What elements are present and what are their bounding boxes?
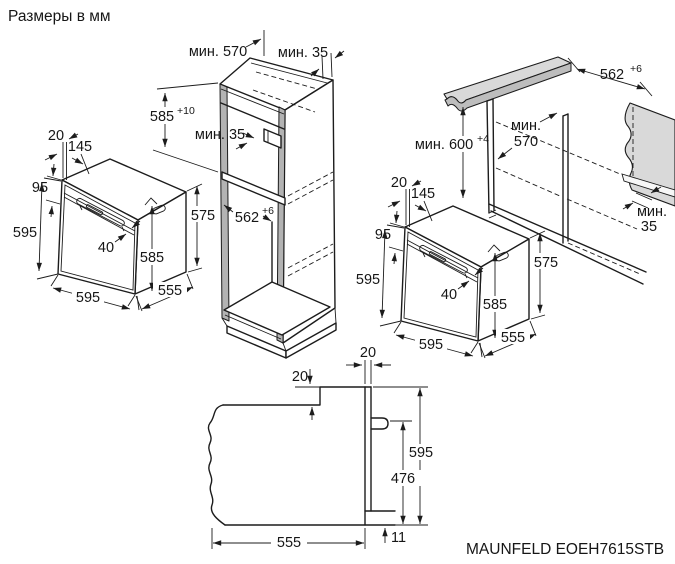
oven-isometric-figure: 20 145 95 595 40 5	[13, 128, 217, 312]
dim-label: 562	[235, 210, 259, 226]
dim-side-top-gap: 20	[292, 369, 315, 420]
dim-label: мин. 35	[278, 45, 328, 61]
dim-label: 145	[68, 139, 92, 155]
dim-oven-body-height: 575	[186, 183, 217, 273]
dim-label: 20	[292, 369, 308, 385]
dim-base-rear-gap: мин. 35	[622, 186, 667, 235]
dim-tolerance: +10	[177, 105, 195, 117]
dim-base-min-depth: мин. 570	[497, 112, 558, 160]
cabinet-floor	[223, 281, 331, 336]
dim-label-line2: 570	[514, 134, 538, 150]
dim-label: 555	[277, 535, 301, 551]
dim-tolerance: +6	[630, 63, 642, 75]
page-title: Размеры в мм	[8, 8, 111, 25]
dim-label: 95	[32, 180, 48, 196]
side-view-figure: 20 20 595 476 555	[207, 345, 438, 551]
dim-tolerance: +4	[477, 133, 489, 145]
dim-column-rear-gap: мин. 35	[278, 45, 345, 80]
dim-column-min-depth: мин. 570	[189, 30, 265, 60]
dim-label: 40	[98, 240, 114, 256]
dim-label: 20	[360, 345, 376, 361]
dim-oven-panel-depth: 145	[68, 139, 92, 175]
dim-label: 476	[391, 471, 415, 487]
dim-label: 562	[600, 67, 624, 83]
oven-front-face	[57, 179, 139, 295]
dim-column-shelf-gap: мин. 35	[195, 127, 255, 150]
dim-column-niche-depth: 562 +6	[223, 204, 274, 226]
dim-label: 595	[13, 225, 37, 241]
dim-label: мин. 35	[195, 127, 245, 143]
dim-label: 11	[391, 530, 406, 546]
model-label: MAUNFELD EOEH7615STB	[466, 541, 664, 558]
dim-label: 20	[48, 128, 64, 144]
dim-label-line1: мин.	[637, 204, 667, 220]
dim-label: 585	[150, 109, 174, 125]
dim-oven-panel-height: 95	[32, 163, 62, 218]
dim-side-depth: 555	[211, 528, 366, 551]
dim-label: мин. 600	[415, 137, 473, 153]
dim-tolerance: +6	[262, 205, 274, 217]
dim-side-bottom-gap: 11	[382, 528, 406, 546]
dim-column-niche-height: 585 +10	[147, 82, 219, 173]
cabinet-shelf	[221, 171, 286, 206]
dim-side-door-height: 476	[385, 420, 421, 524]
oven-handle	[76, 197, 125, 227]
base-cabinet-figure: 562 +6 мин. 600 +4 мин. 570 мин. 35	[408, 56, 675, 285]
dim-oven-top-offset: 20	[44, 128, 79, 180]
countertop-surface	[443, 56, 572, 104]
dim-label: 555	[158, 283, 182, 299]
dim-label: 585	[140, 250, 164, 266]
dim-side-front-frame: 20	[346, 345, 391, 384]
dim-oven-handle-depth: 40	[98, 220, 141, 256]
dim-side-height: 595	[373, 386, 438, 526]
dim-base-min-height: мин. 600 +4	[408, 106, 489, 198]
dim-label-line1: мин.	[511, 118, 541, 134]
cabinet-left-stile	[219, 83, 230, 322]
side-view-handle	[370, 417, 389, 430]
dim-oven-width: 595	[50, 274, 140, 311]
oven-isometric-figure-right	[356, 175, 560, 358]
dim-label: 575	[191, 208, 215, 224]
dim-label-line2: 35	[641, 219, 657, 235]
dim-oven-height: 595	[13, 177, 62, 280]
dim-oven-door-height: 585	[138, 205, 167, 291]
side-view-torn-edge	[207, 404, 226, 526]
dim-label: 595	[409, 445, 433, 461]
dim-oven-depth: 555	[135, 273, 194, 312]
dim-label: мин. 570	[189, 44, 247, 60]
dim-base-niche-depth: 562 +6	[567, 57, 653, 97]
dim-label: 595	[76, 290, 100, 306]
tall-cabinet-figure: мин. 570 мин. 35 585 +10 мин. 35 562	[147, 30, 345, 359]
